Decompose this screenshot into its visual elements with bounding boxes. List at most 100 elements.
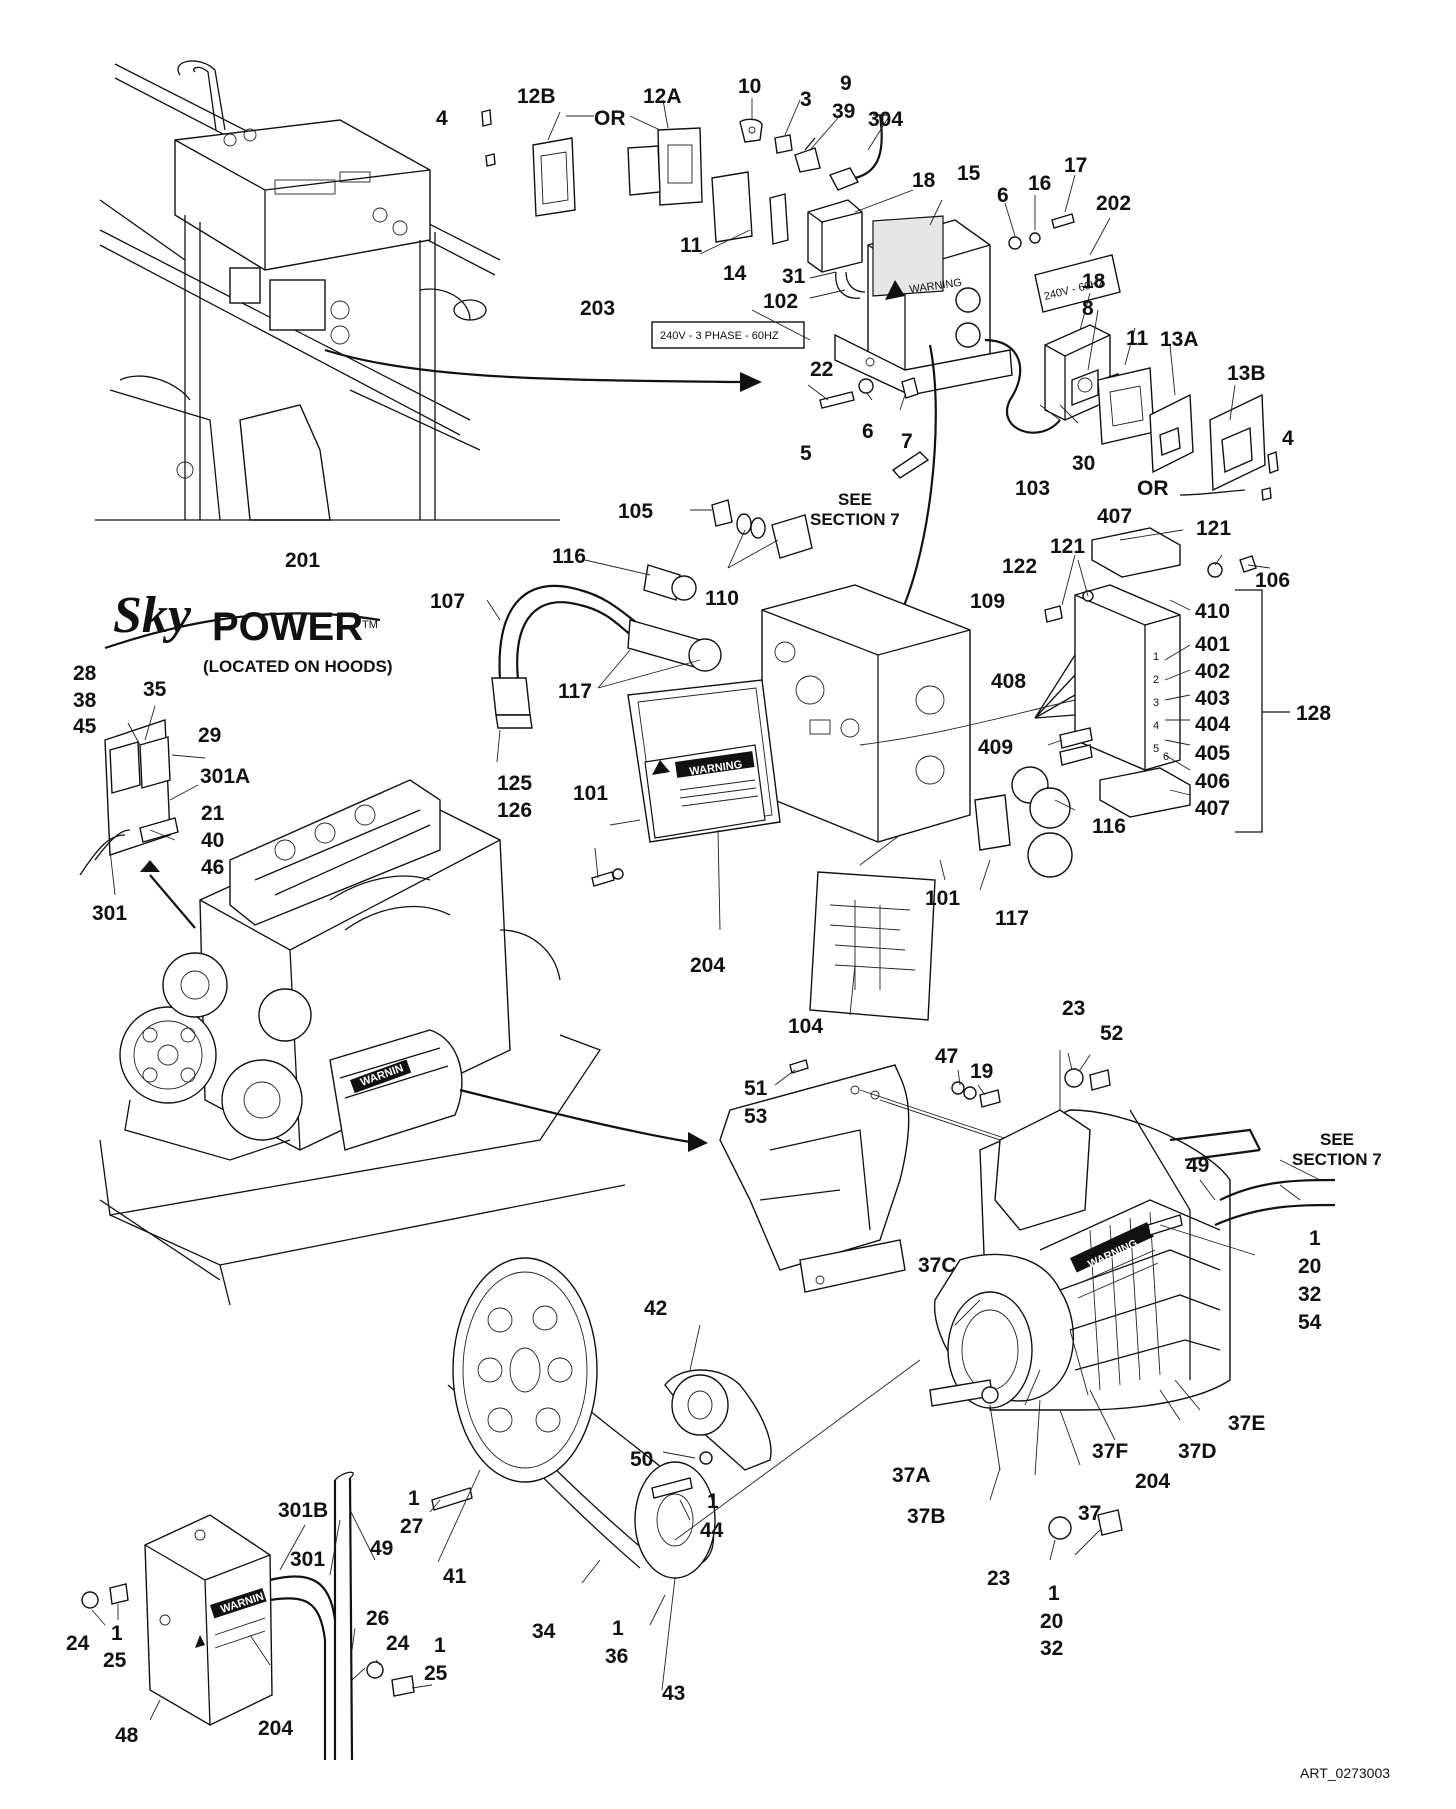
terminal-6: 6 [1163,751,1169,763]
callout-37F: 37F [1092,1440,1128,1463]
junction-box-15: WARNING [819,213,1075,640]
callout-125: 125 [497,772,532,795]
callout-49: 49 [1186,1154,1209,1177]
callout-1: 1 [1309,1227,1321,1250]
callout-39: 39 [832,100,855,123]
callout-11: 11 [680,234,703,257]
engine-assembly: WARNIN [99,779,708,1306]
callout-18: 18 [912,169,936,192]
callout-3: 3 [800,88,812,111]
generator-37: WARNING [929,1109,1336,1540]
callout-204-gen: 204 [1135,1470,1170,1493]
skypower-logo: Sky POWER TM (LOCATED ON HOODS) [104,587,393,676]
callout-20: 20 [1298,1255,1321,1278]
leader-lines [91,98,1321,1721]
logo-sky: Sky [113,587,192,644]
callout-126: 126 [497,799,532,822]
callout-11-right: 11 [1126,327,1149,350]
callout-16: 16 [1028,172,1051,195]
callout-8: 8 [1082,297,1094,320]
callout-407-lower: 407 [1195,797,1230,820]
callout-25-right: 25 [424,1662,448,1685]
callout-1-left: 1 [408,1487,420,1510]
callout-106: 106 [1255,569,1290,592]
callout-17: 17 [1064,154,1087,177]
callout-47: 47 [935,1045,958,1068]
callout-37D: 37D [1178,1440,1217,1463]
logo-power: POWER [212,605,363,649]
callout-203: 203 [580,297,615,320]
callout-304: 304 [868,108,903,131]
callout-301A: 301A [200,765,250,788]
callout-43: 43 [662,1682,685,1705]
callout-103: 103 [1015,477,1050,500]
callout-403: 403 [1195,687,1230,710]
terminal-1: 1 [1153,651,1159,663]
callout-409: 409 [978,736,1013,759]
callout-204: 204 [690,954,725,977]
callout-37: 37 [1078,1502,1101,1525]
callout-105: 105 [618,500,653,523]
callout-402: 402 [1195,660,1230,683]
callout-404: 404 [1195,713,1230,736]
callout-54: 54 [1298,1311,1322,1334]
callout-or-right: OR [1137,477,1169,500]
callout-14: 14 [723,262,747,285]
callout-23-lower: 23 [987,1567,1010,1590]
voltage-decals: 240V - 60HZ 240V - 3 PHASE - 60HZ [651,254,1121,349]
callout-21: 21 [201,802,225,825]
switch-cover-parts [532,114,887,299]
see-section-2b: SECTION 7 [1292,1150,1382,1169]
platform-console-illustration [95,60,762,521]
callout-26: 26 [366,1607,389,1630]
callout-4: 4 [436,107,448,130]
callout-104: 104 [788,1015,823,1038]
callout-12A: 12A [643,85,682,108]
callout-301: 301 [92,902,127,925]
callout-5: 5 [800,442,812,465]
callout-121-b: 121 [1050,535,1085,558]
callout-410: 410 [1195,600,1230,623]
callout-121: 121 [1196,517,1231,540]
receptacle-assembly [481,109,1279,501]
callout-50: 50 [630,1448,653,1471]
callout-51: 51 [744,1077,768,1100]
callout-117-right: 117 [995,907,1029,930]
callout-35: 35 [143,678,167,701]
callout-204-box: 204 [258,1717,293,1740]
callout-10: 10 [738,75,761,98]
callout-107: 107 [430,590,465,613]
callout-37B: 37B [907,1505,946,1528]
callout-labels: 4 12B OR 12A 10 3 9 39 304 18 15 6 16 17… [66,72,1382,1747]
logo-tm: TM [362,619,378,631]
callout-1-lower: 1 [1048,1582,1060,1605]
callout-1-right: 1 [434,1634,446,1657]
callout-406: 406 [1195,770,1230,793]
callout-37C: 37C [918,1254,957,1277]
callout-202: 202 [1096,192,1131,215]
callout-6: 6 [997,184,1009,207]
callout-37E: 37E [1228,1412,1265,1435]
callout-18-right: 18 [1082,270,1106,293]
callout-401: 401 [1195,633,1230,656]
terminal-2: 2 [1153,674,1159,686]
see-section-1b: SECTION 7 [810,510,900,529]
callout-34: 34 [532,1620,556,1643]
control-box-48: WARNIN [81,1471,415,1761]
callout-32: 32 [1298,1283,1321,1306]
callout-27: 27 [400,1515,423,1538]
callout-25: 25 [103,1649,127,1672]
callout-201: 201 [285,549,320,572]
callout-20-lower: 20 [1040,1610,1063,1633]
callout-116: 116 [552,545,586,568]
see-section-2: SEE [1320,1130,1354,1149]
callout-1-pulley: 1 [612,1617,624,1640]
electrical-box-101: WARNING [491,499,971,1021]
callout-117: 117 [558,680,592,703]
callout-6-lower: 6 [862,420,874,443]
callout-19: 19 [970,1060,993,1083]
callout-44: 44 [700,1519,724,1542]
callout-31: 31 [782,265,806,288]
terminal-block-128: 1 2 3 4 5 6 [859,527,1290,878]
